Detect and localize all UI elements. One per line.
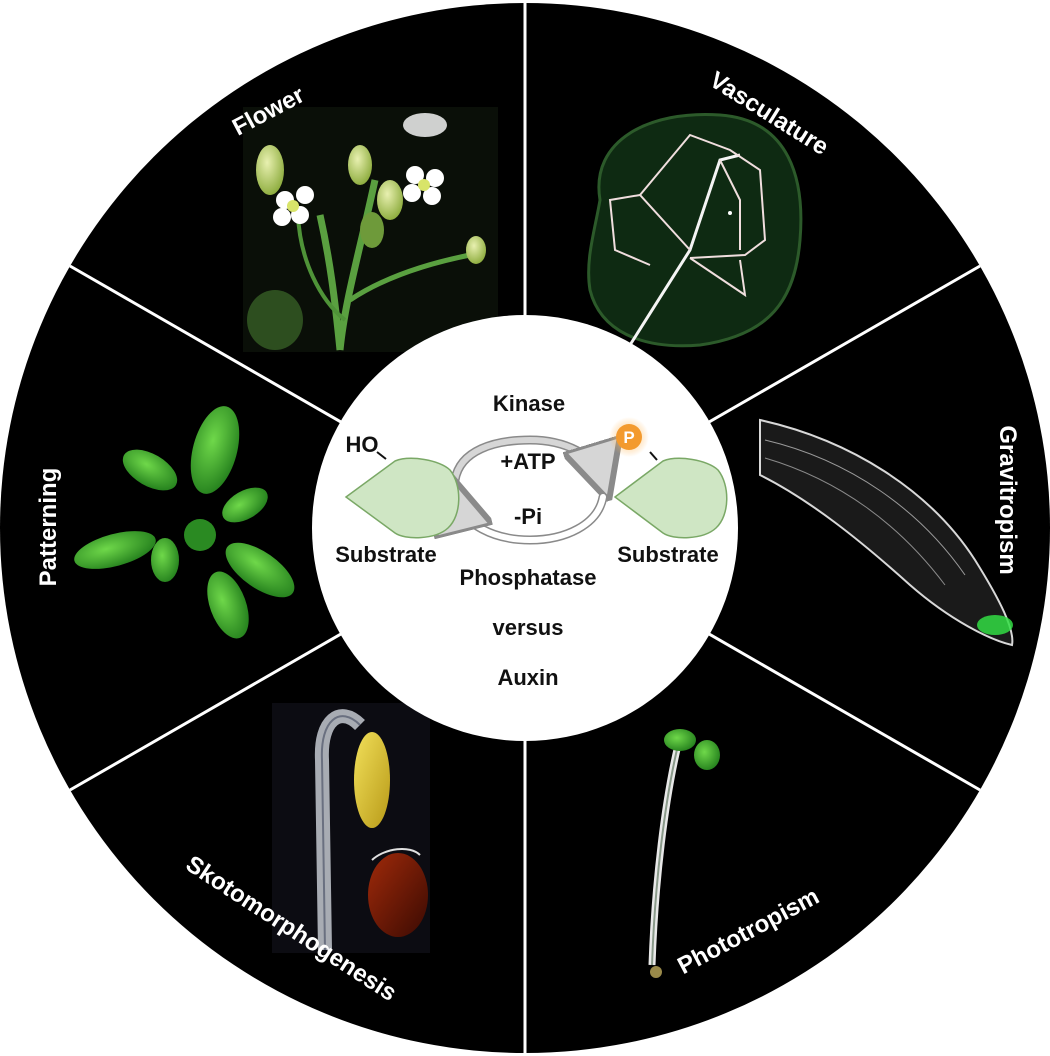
phosphate-icon: P <box>609 417 649 457</box>
auxin-label: Auxin <box>497 665 558 690</box>
versus-label: versus <box>493 615 564 640</box>
flower-image <box>243 107 498 352</box>
substrate-left-label: Substrate <box>335 542 436 567</box>
vasculature-image <box>587 112 803 348</box>
label-patterning: Patterning <box>35 468 62 587</box>
skotomorphogenesis-image <box>272 703 430 953</box>
phototropism-image <box>648 729 720 978</box>
substrate-right-shape <box>613 457 728 539</box>
minus-pi-label: -Pi <box>514 504 542 529</box>
patterning-image <box>74 406 295 639</box>
svg-text:P: P <box>623 428 634 447</box>
cycle-arrows <box>455 440 603 545</box>
substrate-left-shape <box>344 457 460 539</box>
substrate-right-label: Substrate <box>617 542 718 567</box>
hydroxyl-label: HO <box>346 432 379 457</box>
kinase-label: Kinase <box>493 391 565 416</box>
gravitropism-image <box>759 418 1014 647</box>
plus-atp-label: +ATP <box>500 449 555 474</box>
phosphatase-label: Phosphatase <box>460 565 597 590</box>
label-gravitropism: Gravitropism <box>994 425 1021 574</box>
